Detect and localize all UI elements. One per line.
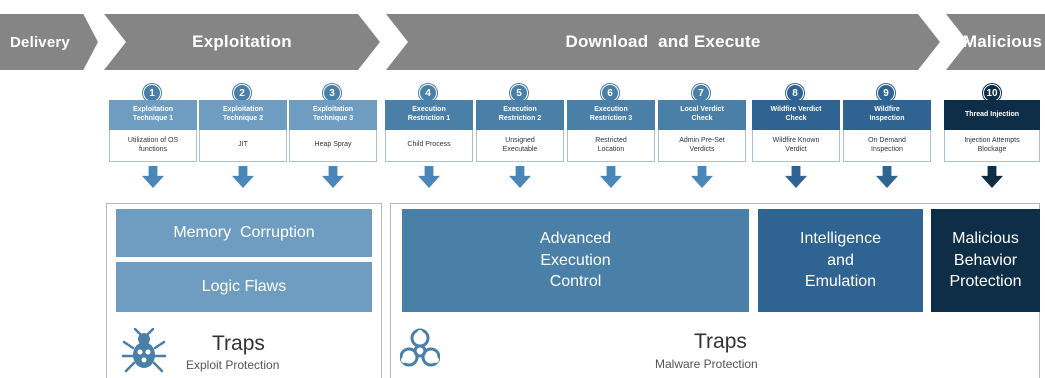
step-heading: Execution Restriction 3 — [567, 100, 655, 130]
step-number-badge: 9 — [877, 84, 895, 102]
step-description: Wildfire Known Verdict — [752, 130, 840, 162]
traps-exploit-subtitle: Exploit Protection — [186, 358, 280, 372]
phase-download-execute: Download and Execute — [386, 14, 940, 70]
step-heading: Wildfire Inspection — [843, 100, 931, 130]
step-heading: Exploitation Technique 3 — [289, 100, 377, 130]
step-heading: Exploitation Technique 1 — [109, 100, 197, 130]
phase-exploitation: Exploitation — [104, 14, 380, 70]
step-8: 8 Wildfire Verdict Check Wildfire Known … — [752, 84, 840, 204]
down-arrow-icon — [785, 166, 807, 188]
logic-flaws-panel: Logic Flaws — [116, 262, 372, 312]
step-heading: Thread Injection — [944, 100, 1040, 130]
step-7: 7 Local Verdict Check Admin Pre-Set Verd… — [658, 84, 746, 204]
down-arrow-icon — [691, 166, 713, 188]
step-4: 4 Execution Restriction 1 Child Process — [385, 84, 473, 204]
step-heading: Local Verdict Check — [658, 100, 746, 130]
phase-malicious-label: Malicious — [962, 32, 1043, 51]
step-2: 2 Exploitation Technique 2 JIT — [199, 84, 287, 204]
down-arrow-icon — [232, 166, 254, 188]
down-arrow-icon — [418, 166, 440, 188]
step-heading: Execution Restriction 2 — [476, 100, 564, 130]
advanced-execution-control-panel: Advanced Execution Control — [402, 209, 749, 312]
step-description: Unsigned Executable — [476, 130, 564, 162]
down-arrow-icon — [322, 166, 344, 188]
traps-malware-subtitle: Malware Protection — [655, 357, 758, 371]
phase-exploitation-label: Exploitation — [192, 32, 292, 51]
phase-download-execute-label: Download and Execute — [565, 32, 761, 51]
step-description: Injection Attempts Blockage — [944, 130, 1040, 162]
down-arrow-icon — [142, 166, 164, 188]
intelligence-emulation-panel: Intelligence and Emulation — [758, 209, 923, 312]
step-description: JIT — [199, 130, 287, 162]
step-heading: Execution Restriction 1 — [385, 100, 473, 130]
traps-exploit-title: Traps — [212, 332, 265, 355]
phase-malicious: Malicious — [946, 14, 1045, 70]
down-arrow-icon — [600, 166, 622, 188]
biohazard-icon — [400, 328, 440, 367]
step-10: 10 Thread Injection Injection Attempts B… — [944, 84, 1040, 204]
step-number-badge: 8 — [786, 84, 804, 102]
traps-malware-title: Traps — [694, 330, 747, 353]
bug-icon — [121, 328, 167, 373]
step-heading: Exploitation Technique 2 — [199, 100, 287, 130]
step-heading: Wildfire Verdict Check — [752, 100, 840, 130]
down-arrow-icon — [876, 166, 898, 188]
step-number-badge: 2 — [233, 84, 251, 102]
step-6: 6 Execution Restriction 3 Restricted Loc… — [567, 84, 655, 204]
phase-delivery-label: Delivery — [10, 33, 70, 51]
step-description: Restricted Location — [567, 130, 655, 162]
step-description: Heap Spray — [289, 130, 377, 162]
step-9: 9 Wildfire Inspection On Demand Inspecti… — [843, 84, 931, 204]
step-1: 1 Exploitation Technique 1 Utilization o… — [109, 84, 197, 204]
step-3: 3 Exploitation Technique 3 Heap Spray — [289, 84, 377, 204]
step-description: Admin Pre-Set Verdicts — [658, 130, 746, 162]
step-5: 5 Execution Restriction 2 Unsigned Execu… — [476, 84, 564, 204]
step-description: On Demand Inspection — [843, 130, 931, 162]
memory-corruption-panel: Memory Corruption — [116, 209, 372, 257]
phase-delivery: Delivery — [0, 14, 98, 70]
step-description: Child Process — [385, 130, 473, 162]
down-arrow-icon — [509, 166, 531, 188]
exploit-protection-frame — [106, 203, 382, 378]
malicious-behavior-protection-panel: Malicious Behavior Protection — [931, 209, 1040, 312]
step-description: Utilization of OS functions — [109, 130, 197, 162]
down-arrow-icon — [981, 166, 1003, 188]
